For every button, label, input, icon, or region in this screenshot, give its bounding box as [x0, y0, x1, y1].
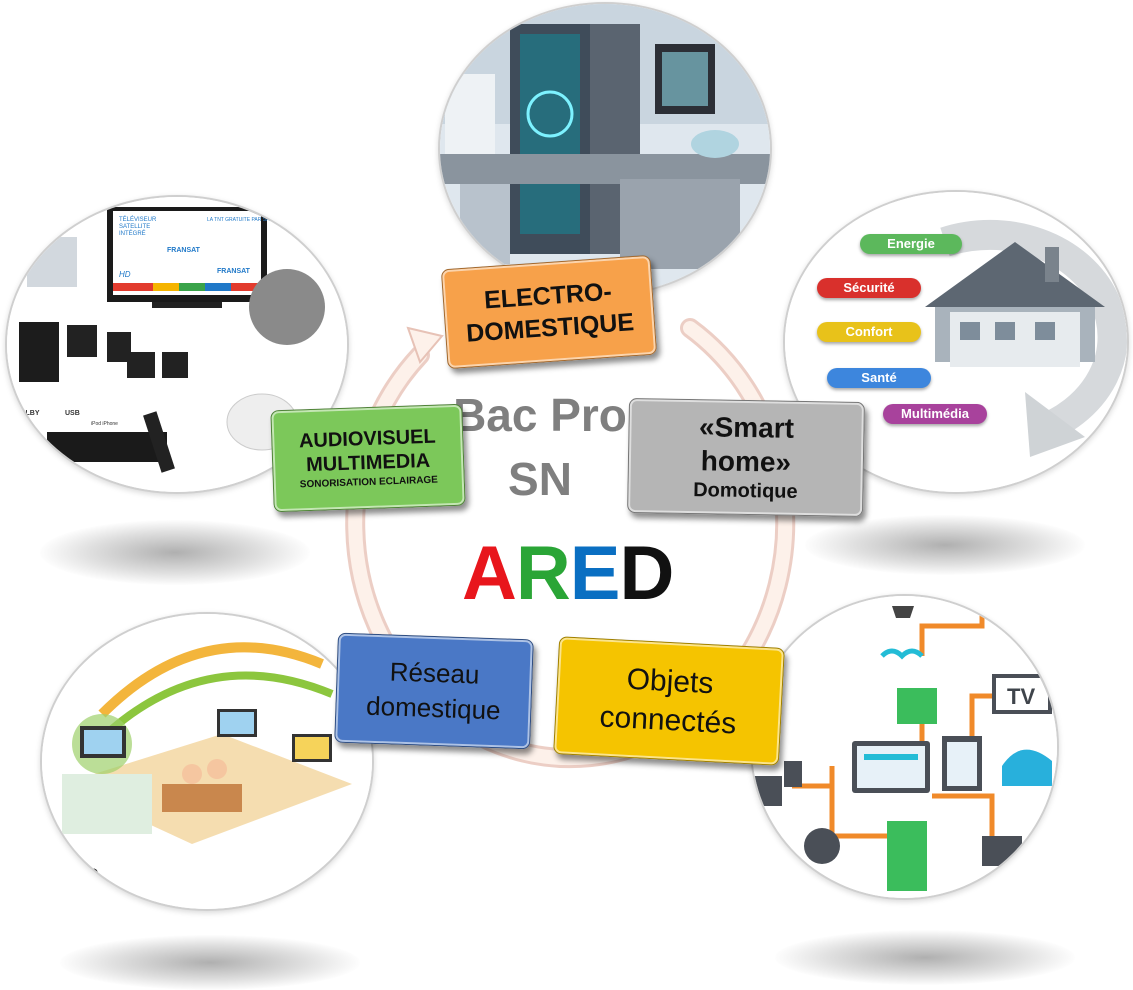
shadow-left-bottom	[60, 935, 360, 990]
iot-image-bubble: TV	[750, 594, 1059, 900]
box-objets-connectes: Objets connectés	[553, 636, 785, 766]
box-smart-line-2: home»	[700, 444, 792, 478]
center-line-2: SN	[508, 453, 572, 505]
brand-label-2: FRANSAT	[217, 268, 251, 275]
badge-hd: HD	[15, 420, 25, 427]
ared-title: ARED	[462, 530, 674, 617]
box-smart-home: «Smart home» Domotique	[627, 397, 865, 518]
network-illustration: dlna	[42, 614, 372, 909]
network-image-bubble: dlna	[40, 612, 374, 911]
badge-dolby: DOLBY	[15, 410, 40, 417]
iot-tv-label: TV	[1007, 684, 1035, 709]
box-objets-line-2: connectés	[598, 700, 738, 741]
tv-line-2: SATELLITE	[119, 224, 150, 230]
domotique-pill-2: Sécurité	[817, 278, 921, 298]
tv-line-3: INTÉGRÉ	[119, 230, 146, 237]
kitchen-image-bubble	[438, 2, 772, 296]
box-audiovisuel: AUDIOVISUEL MULTIMEDIA SONORISATION ECLA…	[270, 403, 466, 513]
box-reseau-domestique: Réseau domestique	[334, 632, 534, 750]
box-smart-sub: Domotique	[693, 479, 798, 503]
center-line-1: Bac Pro	[453, 389, 627, 441]
ared-letter-r: R	[515, 531, 571, 616]
shadow-right-top	[805, 515, 1085, 575]
badge-usb: USB	[65, 410, 80, 417]
cycle-arrow-head	[406, 326, 444, 364]
domotique-pill-1: Energie	[860, 234, 962, 254]
brand-label: FRANSAT	[167, 247, 201, 254]
ared-letter-a: A	[462, 531, 517, 616]
shadow-right-bottom	[775, 930, 1075, 985]
shadow-left-top	[40, 520, 310, 585]
tv-line-1: TÉLÉVISEUR	[119, 216, 157, 223]
domotique-pill-4: Santé	[827, 368, 931, 388]
iot-illustration: TV	[752, 596, 1057, 898]
hd-label: HD	[119, 270, 131, 279]
tv-corner-text: LA TNT GRATUITE PAR SATELLITE	[207, 217, 289, 223]
ared-letter-d: D	[619, 531, 674, 616]
domotique-pill-3: Confort	[817, 322, 921, 342]
box-reseau-line-2: domestique	[365, 690, 502, 726]
badge-ipod: iPod iPhone	[91, 421, 118, 427]
ared-letter-e: E	[569, 531, 621, 616]
domotique-pill-5: Multimédia	[883, 404, 987, 424]
box-reseau-line-1: Réseau	[389, 656, 480, 690]
box-objets-line-1: Objets	[625, 662, 715, 701]
dlna-logo: dlna	[46, 858, 100, 888]
kitchen-illustration	[440, 4, 770, 294]
box-electro-domestique: ELECTRO- DOMESTIQUE	[440, 254, 658, 370]
box-smart-line-1: «Smart	[698, 411, 795, 444]
